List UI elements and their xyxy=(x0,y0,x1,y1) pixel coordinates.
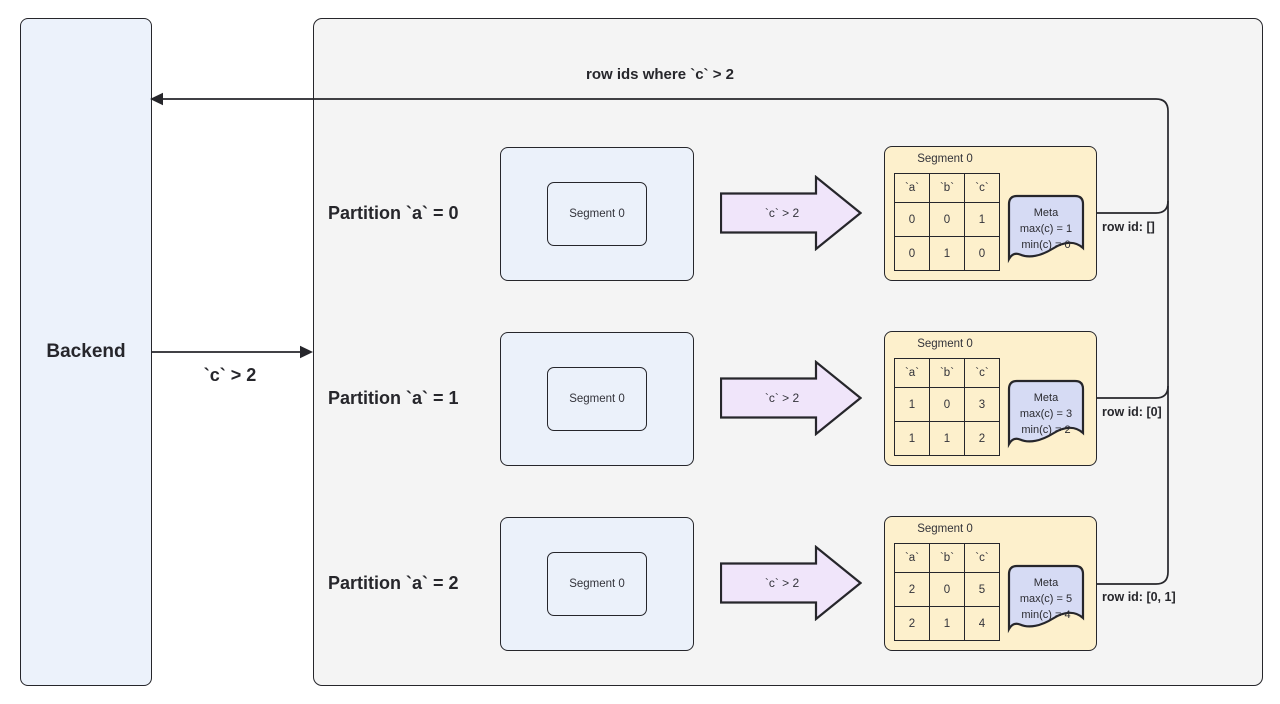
meta-line: max(c) = 5 xyxy=(1020,593,1072,605)
filter-arrow-label: `c` > 2 xyxy=(765,576,800,590)
partition-row: Partition `a` = 0 Segment 0 `c` > 2 Segm… xyxy=(313,146,1261,281)
partition-row: Partition `a` = 1 Segment 0 `c` > 2 Segm… xyxy=(313,331,1261,466)
filter-arrow: `c` > 2 xyxy=(720,175,862,251)
meta-title: Meta xyxy=(1034,392,1059,404)
filter-arrow-label: `c` > 2 xyxy=(765,206,800,220)
meta-title: Meta xyxy=(1034,207,1059,219)
segment-label: Segment 0 xyxy=(569,578,625,590)
table-cell: 1 xyxy=(894,421,930,456)
request-arrow-label: `c` > 2 xyxy=(203,365,257,385)
col-header: `c` xyxy=(964,173,1000,203)
col-header: `a` xyxy=(894,358,930,388)
table-cell: 0 xyxy=(929,387,965,422)
segment-box: Segment 0 xyxy=(547,552,647,616)
result-table: `a` `b` `c` 2 0 5 2 1 4 xyxy=(894,543,1000,641)
table-cell: 3 xyxy=(964,387,1000,422)
backend-label: Backend xyxy=(46,341,126,362)
table-cell: 2 xyxy=(964,421,1000,456)
result-card-title: Segment 0 xyxy=(917,523,973,535)
segment-outer-box: Segment 0 xyxy=(500,147,694,281)
col-header: `a` xyxy=(894,173,930,203)
meta-line: min(c) = 0 xyxy=(1021,239,1070,251)
table-cell: 2 xyxy=(894,606,930,641)
row-id-label: row id: [0] xyxy=(1102,405,1162,419)
result-table: `a` `b` `c` 0 0 1 0 1 0 xyxy=(894,173,1000,271)
table-cell: 1 xyxy=(929,421,965,456)
segment-box: Segment 0 xyxy=(547,367,647,431)
row-id-label: row id: [0, 1] xyxy=(1102,590,1176,604)
meta-line: min(c) = 4 xyxy=(1021,609,1070,621)
col-header: `b` xyxy=(929,543,965,573)
table-cell: 0 xyxy=(894,236,930,271)
result-table: `a` `b` `c` 1 0 3 1 1 2 xyxy=(894,358,1000,456)
table-cell: 0 xyxy=(894,202,930,237)
result-card: Segment 0 `a` `b` `c` 2 0 5 2 1 4 xyxy=(884,516,1097,651)
request-arrowhead-icon xyxy=(300,345,313,359)
meta-line: max(c) = 3 xyxy=(1020,408,1072,420)
partition-row: Partition `a` = 2 Segment 0 `c` > 2 Segm… xyxy=(313,516,1261,651)
segment-box: Segment 0 xyxy=(547,182,647,246)
result-card: Segment 0 `a` `b` `c` 0 0 1 0 1 0 xyxy=(884,146,1097,281)
table-cell: 0 xyxy=(929,572,965,607)
table-cell: 0 xyxy=(964,236,1000,271)
meta-title: Meta xyxy=(1034,577,1059,589)
result-card-title: Segment 0 xyxy=(917,153,973,165)
col-header: `b` xyxy=(929,358,965,388)
col-header: `a` xyxy=(894,543,930,573)
col-header: `c` xyxy=(964,358,1000,388)
table-cell: 1 xyxy=(929,606,965,641)
row-id-label: row id: [] xyxy=(1102,220,1155,234)
meta-line: min(c) = 2 xyxy=(1021,424,1070,436)
meta-scroll: Meta max(c) = 3 min(c) = 2 xyxy=(1007,379,1085,449)
table-cell: 0 xyxy=(929,202,965,237)
table-cell: 1 xyxy=(894,387,930,422)
table-cell: 1 xyxy=(964,202,1000,237)
segment-label: Segment 0 xyxy=(569,208,625,220)
filter-arrow: `c` > 2 xyxy=(720,545,862,621)
partition-label: Partition `a` = 2 xyxy=(328,573,459,593)
table-cell: 2 xyxy=(894,572,930,607)
table-cell: 5 xyxy=(964,572,1000,607)
segment-outer-box: Segment 0 xyxy=(500,332,694,466)
meta-scroll: Meta max(c) = 1 min(c) = 0 xyxy=(1007,194,1085,264)
result-card-title: Segment 0 xyxy=(917,338,973,350)
partition-label: Partition `a` = 0 xyxy=(328,203,459,223)
meta-scroll: Meta max(c) = 5 min(c) = 4 xyxy=(1007,564,1085,634)
filter-arrow-label: `c` > 2 xyxy=(765,391,800,405)
filter-arrow: `c` > 2 xyxy=(720,360,862,436)
col-header: `b` xyxy=(929,173,965,203)
segment-label: Segment 0 xyxy=(569,393,625,405)
col-header: `c` xyxy=(964,543,1000,573)
response-arrow-label: row ids where `c` > 2 xyxy=(586,66,734,83)
table-cell: 4 xyxy=(964,606,1000,641)
segment-outer-box: Segment 0 xyxy=(500,517,694,651)
result-card: Segment 0 `a` `b` `c` 1 0 3 1 1 2 xyxy=(884,331,1097,466)
table-cell: 1 xyxy=(929,236,965,271)
partition-label: Partition `a` = 1 xyxy=(328,388,459,408)
backend-box: Backend xyxy=(20,18,152,686)
meta-line: max(c) = 1 xyxy=(1020,223,1072,235)
